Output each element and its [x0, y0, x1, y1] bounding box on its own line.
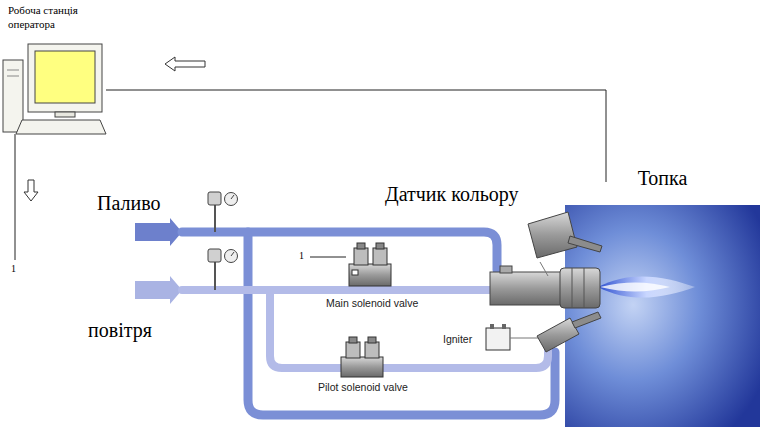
signal-line — [106, 90, 606, 182]
part-label: Main solenoid valve — [326, 297, 418, 310]
ignition-electrode — [537, 312, 601, 352]
flame — [598, 276, 695, 297]
burner — [490, 266, 600, 308]
sensor-node: Датчик кольору — [385, 182, 610, 262]
input-label: повітря — [88, 318, 152, 342]
callout-number: 1 — [11, 263, 16, 275]
air-pipe — [182, 286, 492, 294]
part-label: Pilot solenoid valve — [318, 381, 408, 394]
input-label: Паливо — [97, 191, 161, 215]
igniter-box — [486, 324, 538, 350]
node-label: Топка — [565, 166, 760, 190]
furnace-node: Топка — [565, 166, 760, 427]
node-label: Датчик кольору — [385, 182, 610, 206]
color-sensor — [528, 212, 602, 276]
pilot-solenoid-valve — [341, 337, 383, 377]
workstation-node: Робоча станція оператора — [0, 2, 106, 138]
control-line — [15, 134, 16, 260]
callout-number: 1 — [299, 250, 304, 262]
leader-line — [310, 257, 346, 258]
fuel-pipe — [182, 232, 497, 270]
furnace-chamber — [565, 205, 760, 427]
fuel-arrow — [135, 218, 182, 246]
fuel-pilot-pipe — [248, 232, 555, 415]
node-label: Робоча станція оператора — [0, 2, 90, 32]
main-solenoid-valve — [349, 243, 391, 286]
pressure-gauge — [208, 249, 238, 290]
air-arrow — [135, 276, 182, 304]
part-label: Igniter — [443, 333, 472, 346]
flame-core — [600, 282, 670, 291]
pressure-gauge — [208, 192, 238, 232]
control-direction-arrow — [24, 180, 38, 201]
computer-icon — [3, 44, 106, 134]
signal-direction-arrow — [165, 57, 205, 71]
